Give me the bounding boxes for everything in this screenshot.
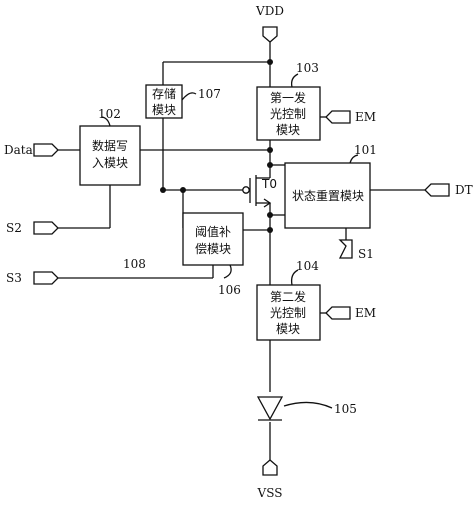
emit2-module-box bbox=[256, 284, 321, 341]
leader-101 bbox=[349, 154, 359, 164]
transistor-source-arrow bbox=[263, 198, 272, 208]
led-diode-triangle bbox=[256, 396, 284, 421]
ref-106: 106 bbox=[218, 283, 241, 297]
leader-103 bbox=[290, 73, 299, 88]
junction-dot bbox=[267, 227, 273, 233]
dt-terminal-arrow bbox=[424, 183, 450, 197]
vss-label: VSS bbox=[257, 486, 283, 500]
junction-dot bbox=[267, 212, 273, 218]
data-write-module-box bbox=[79, 125, 141, 186]
threshold-module-line1: 阈值补 bbox=[195, 224, 231, 239]
emit2-module-line3: 模块 bbox=[276, 322, 300, 336]
data-terminal-arrow bbox=[33, 143, 59, 157]
s1-terminal-arrow bbox=[338, 239, 353, 259]
emit1-module-line3: 模块 bbox=[276, 123, 300, 137]
junctions bbox=[160, 59, 273, 233]
transistor-label: T0 bbox=[261, 177, 277, 191]
s3-terminal-arrow bbox=[33, 271, 59, 285]
em-top-label: EM bbox=[355, 110, 376, 124]
state-reset-module-box bbox=[284, 162, 371, 229]
vss-terminal-arrow bbox=[262, 459, 278, 476]
junction-dot bbox=[267, 162, 273, 168]
ref-103: 103 bbox=[296, 61, 319, 75]
data-write-module-line2: 入模块 bbox=[92, 156, 128, 170]
junction-dot bbox=[267, 59, 273, 65]
storage-module-box bbox=[145, 84, 183, 119]
s2-terminal-arrow bbox=[33, 221, 59, 235]
em-top-terminal-arrow bbox=[325, 110, 351, 124]
ref-107: 107 bbox=[198, 87, 221, 101]
leader-106 bbox=[223, 264, 232, 279]
emit1-module-line2: 光控制 bbox=[270, 107, 306, 121]
leader-102 bbox=[101, 116, 111, 127]
emit1-module-box bbox=[256, 86, 321, 141]
storage-module-line2: 模块 bbox=[152, 103, 176, 117]
storage-module-line1: 存储 bbox=[152, 86, 176, 101]
threshold-module-line2: 偿模块 bbox=[195, 241, 231, 256]
emit2-module-line2: 光控制 bbox=[270, 306, 306, 320]
junction-dot bbox=[267, 147, 273, 153]
em-bottom-terminal-arrow bbox=[325, 306, 351, 320]
threshold-module-box bbox=[182, 212, 244, 266]
ref-104: 104 bbox=[296, 259, 319, 273]
wires bbox=[58, 42, 425, 460]
ref-101: 101 bbox=[354, 143, 377, 157]
leader-104 bbox=[290, 269, 299, 286]
vdd-label: VDD bbox=[255, 4, 284, 18]
ref-105: 105 bbox=[334, 402, 357, 416]
data-write-module-line1: 数据写 bbox=[92, 138, 128, 153]
vdd-terminal-arrow bbox=[262, 26, 278, 43]
s3-label: S3 bbox=[6, 271, 22, 285]
state-reset-module-line1: 状态重置模块 bbox=[292, 189, 364, 203]
junction-dot bbox=[180, 187, 186, 193]
ref-102: 102 bbox=[98, 107, 121, 121]
em-bottom-label: EM bbox=[355, 306, 376, 320]
emit1-module-line1: 第一发 bbox=[270, 90, 306, 105]
dt-label: DT bbox=[455, 183, 473, 197]
leader-107 bbox=[181, 92, 197, 101]
emit2-module-line1: 第二发 bbox=[270, 289, 306, 304]
junction-dot bbox=[160, 187, 166, 193]
ref-108: 108 bbox=[123, 257, 146, 271]
s1-label: S1 bbox=[358, 247, 374, 261]
transistor-gate-bubble bbox=[242, 186, 250, 194]
leader-105 bbox=[283, 401, 333, 409]
terminals bbox=[33, 26, 450, 476]
data-label: Data bbox=[4, 143, 33, 157]
reference-leaders bbox=[101, 73, 359, 409]
s2-label: S2 bbox=[6, 221, 22, 235]
